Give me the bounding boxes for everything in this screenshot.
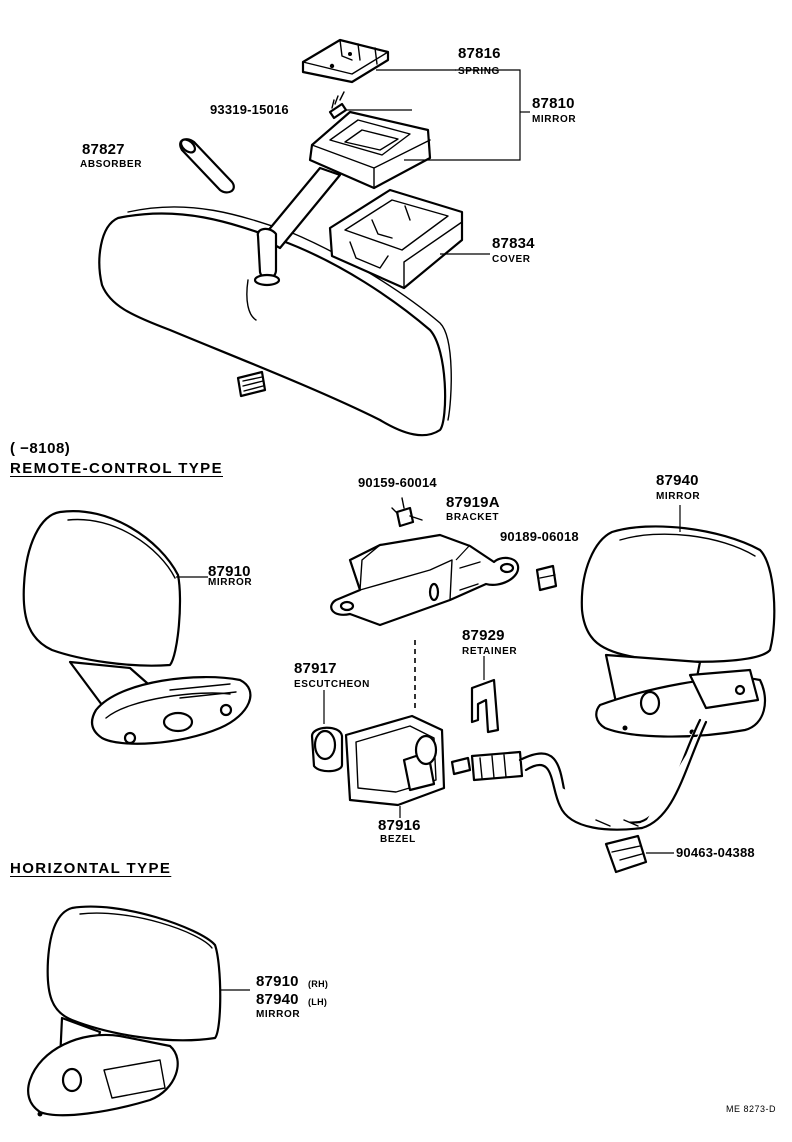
bolt-90159 xyxy=(391,497,423,528)
rc-left-mirror xyxy=(22,510,252,745)
rc-right-mirror xyxy=(580,525,776,738)
part-name-retainer: RETAINER xyxy=(462,646,518,657)
part-name-cover: COVER xyxy=(492,254,531,265)
wire-harness xyxy=(450,718,708,831)
part-name-spring: SPRING xyxy=(458,66,500,77)
part-no-rc-left-mirror: 87910 xyxy=(208,563,251,580)
part-name-escutcheon: ESCUTCHEON xyxy=(294,679,371,690)
part-no-inner-mirror: 87810 xyxy=(532,95,575,112)
part-name-inner-mirror: MIRROR xyxy=(532,114,577,125)
inner-mirror-stay xyxy=(253,166,342,287)
part-no-bezel: 87916 xyxy=(378,817,421,834)
connector-90463 xyxy=(604,834,648,874)
part-no-retainer: 87929 xyxy=(462,627,505,644)
remote-control-heading: REMOTE-CONTROL TYPE xyxy=(10,460,223,477)
clip-90189 xyxy=(535,564,558,592)
part-no-cover: 87834 xyxy=(492,235,535,252)
bracket-87919a xyxy=(330,533,520,627)
part-no-rc-right-mirror: 87940 xyxy=(656,472,699,489)
part-no-bolt: 90159-60014 xyxy=(358,475,437,490)
screw-93319 xyxy=(328,91,348,120)
part-no-horizontal-lh: 87940 xyxy=(256,991,299,1008)
inner-mirror-mount xyxy=(308,110,432,190)
part-no-bracket: 87919A xyxy=(446,494,500,511)
bezel-87916 xyxy=(344,714,446,807)
part-no-escutcheon: 87917 xyxy=(294,660,337,677)
production-range: ( −8108) xyxy=(10,440,71,457)
part-name-rc-left-mirror: MIRROR xyxy=(208,577,253,588)
part-name-rc-right-mirror: MIRROR xyxy=(656,491,701,502)
part-no-clip: 90189-06018 xyxy=(500,529,579,544)
part-no-screw: 93319-15016 xyxy=(210,102,289,117)
part-name-horizontal: MIRROR xyxy=(256,1009,301,1020)
part-no-spring: 87816 xyxy=(458,45,501,62)
part-no-absorber: 87827 xyxy=(82,141,125,158)
part-name-bracket: BRACKET xyxy=(446,512,500,523)
absorber-pad xyxy=(179,138,235,194)
part-name-absorber: ABSORBER xyxy=(80,159,143,170)
part-name-bezel: BEZEL xyxy=(380,834,416,845)
horizontal-mirror xyxy=(27,905,222,1117)
escutcheon-87917 xyxy=(310,726,344,773)
mount-cover xyxy=(328,188,464,290)
part-no-horizontal-rh: 87910 xyxy=(256,973,299,990)
spring-plate xyxy=(301,38,390,84)
horizontal-type-heading: HORIZONTAL TYPE xyxy=(10,860,172,877)
retainer-87929 xyxy=(470,678,500,734)
part-no-connector: 90463-04388 xyxy=(676,845,755,860)
figure-code: ME 8273-D xyxy=(726,1104,777,1114)
tag-horizontal-lh: (LH) xyxy=(308,997,328,1007)
tag-horizontal-rh: (RH) xyxy=(308,979,329,989)
